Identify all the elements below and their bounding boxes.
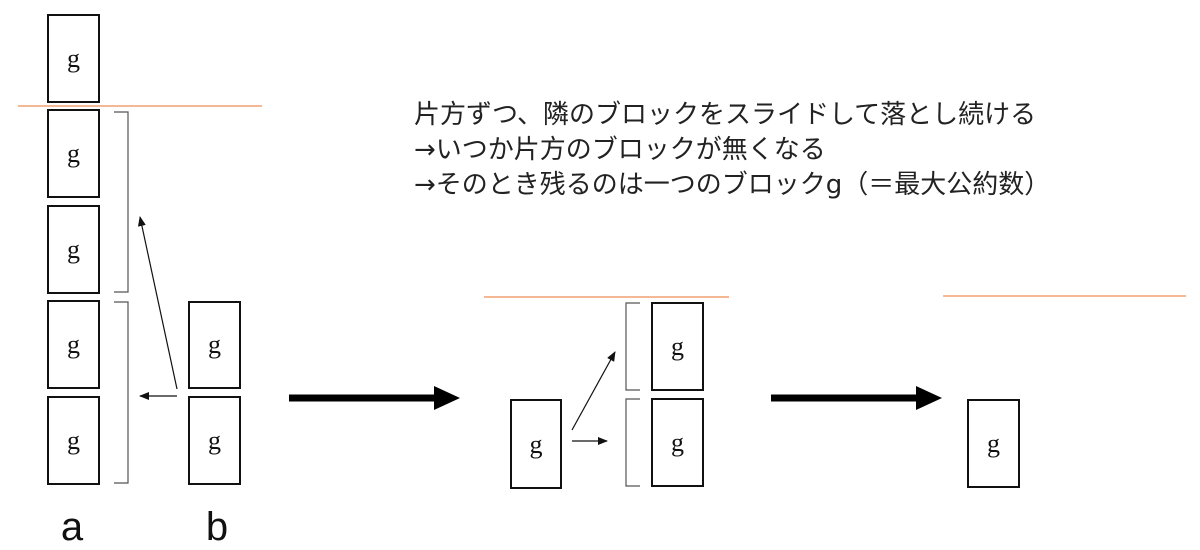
- block-label: g: [987, 429, 1000, 458]
- block-a-3: g: [47, 205, 100, 294]
- explanation-text: 片方ずつ、隣のブロックをスライドして落とし続ける →いつか片方のブロックが無くな…: [414, 98, 1050, 203]
- slide-arrow-up: [137, 216, 178, 390]
- block-a-4: g: [47, 300, 100, 389]
- bracket-upper: [114, 111, 129, 293]
- label-b: b: [206, 505, 228, 549]
- big-arrow-2: [771, 386, 942, 410]
- block-a-2: g: [47, 109, 100, 198]
- block-label: g: [67, 235, 80, 264]
- block-label: g: [208, 426, 221, 455]
- block-label: g: [208, 330, 221, 359]
- block-right-bottom: g: [651, 398, 704, 487]
- big-arrow-1: [289, 386, 460, 410]
- caption-line-1: 片方ずつ、隣のブロックをスライドして落とし続ける: [414, 100, 1037, 130]
- block-right-top: g: [651, 302, 704, 391]
- block-label: g: [671, 428, 684, 457]
- block-b-1: g: [188, 301, 241, 389]
- stage-1: g g g g g g g a b: [18, 14, 262, 549]
- caption-line-3: →そのとき残るのは一つのブロックg（＝最大公約数）: [414, 170, 1051, 200]
- block-left: g: [510, 399, 562, 489]
- stage-3: g: [943, 295, 1186, 488]
- block-b-2: g: [188, 396, 241, 485]
- bracket-lower: [625, 398, 640, 487]
- bracket-lower: [114, 301, 129, 484]
- label-a: a: [61, 505, 84, 549]
- caption-line-2: →いつか片方のブロックが無くなる: [414, 135, 826, 165]
- block-label: g: [67, 139, 80, 168]
- block-a-5: g: [47, 396, 100, 485]
- block-final: g: [967, 399, 1020, 488]
- slide-arrow-up: [571, 351, 616, 431]
- stage-2: g g g: [484, 296, 729, 489]
- block-label: g: [67, 330, 80, 359]
- bracket-upper: [625, 302, 640, 391]
- block-label: g: [671, 332, 684, 361]
- block-label: g: [530, 430, 543, 459]
- block-a-top: g: [47, 14, 100, 103]
- block-label: g: [67, 44, 80, 73]
- block-label: g: [67, 426, 80, 455]
